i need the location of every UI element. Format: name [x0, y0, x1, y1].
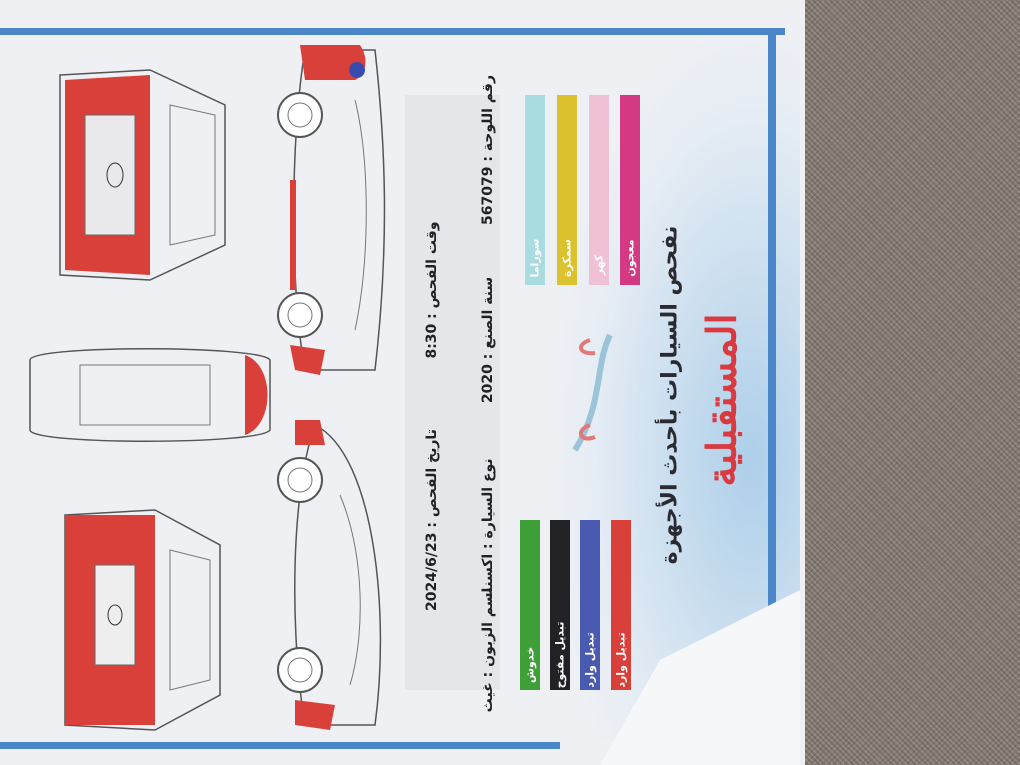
- seat-fabric-background: [790, 0, 1020, 765]
- plate-number: رقم اللوحة : 567079: [480, 74, 496, 226]
- logo-icon: [572, 333, 613, 452]
- inspection-date: تاريخ الفحص : 2024/6/23: [424, 429, 440, 611]
- legend-label: تبديل وارد: [583, 632, 597, 688]
- legend-label: خدوش: [523, 646, 537, 684]
- legend-bar-black: [550, 520, 570, 690]
- legend-label: سوراما: [528, 238, 542, 278]
- legend-label: سمكرة: [560, 239, 574, 277]
- car-type: نوع السيارة : اكسنت: [480, 458, 496, 602]
- legend-bar-cyan: [525, 95, 545, 285]
- customer-name: اسم الزبون : غيث: [480, 587, 496, 713]
- car-top-diagram: [29, 348, 271, 442]
- seat-fabric-texture: [790, 0, 1020, 765]
- car-rear-diagram: [64, 509, 221, 731]
- legend-label: كهر: [592, 254, 606, 276]
- legend-label: تبديل مفتوح: [553, 621, 567, 689]
- inspection-sheet: المستقبلية نفحص السيارات بأحدث الأجهزة م…: [0, 0, 805, 765]
- legend-bar-red: [611, 520, 631, 690]
- sheet-border-right: [768, 28, 776, 628]
- inspection-time: وقت الفحص : 8:30: [424, 221, 440, 359]
- legend-bar-yellow: [557, 95, 577, 285]
- car-front-diagram: [59, 69, 226, 281]
- legend-bar-blue: [580, 520, 600, 690]
- legend-label: تبديل وارد: [614, 632, 628, 688]
- sheet-border-bottom: [0, 742, 560, 749]
- legend-bar-green: [520, 520, 540, 690]
- legend-bar-putty: [620, 95, 640, 285]
- car-side-right-diagram: [277, 45, 386, 375]
- car-side-left-diagram: [277, 420, 382, 730]
- legend-bar-pink: [589, 95, 609, 285]
- sheet-border-top: [0, 28, 785, 35]
- sheet-title: المستقبلية: [698, 313, 746, 487]
- sheet-subtitle: نفحص السيارات بأحدث الأجهزة: [657, 225, 683, 565]
- info-panel: [405, 95, 500, 690]
- legend-label: معجون: [623, 239, 637, 277]
- manufacture-year: سنة الصنع : 2020: [480, 276, 496, 404]
